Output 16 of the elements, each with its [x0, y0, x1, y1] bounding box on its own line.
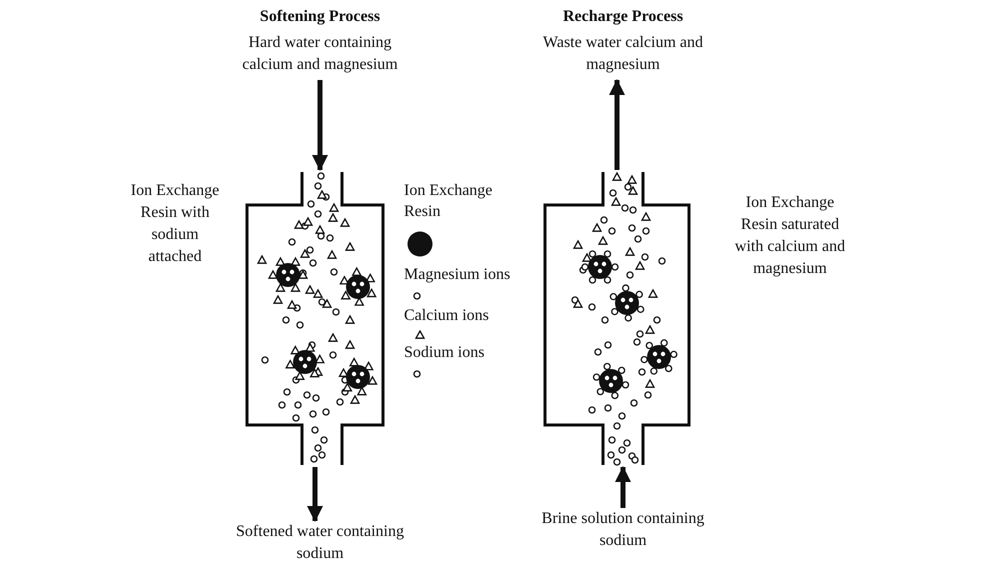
flow-arrow: [312, 80, 328, 171]
flow-text: Waste water calcium and magnesium: [542, 33, 704, 75]
flow-arrow: [615, 466, 631, 508]
legend-label: Ion Exchange Resin: [404, 181, 494, 222]
heading-text: Recharge Process: [562, 7, 684, 27]
heading-text: Softening Process: [260, 7, 380, 27]
flow-text: Brine solution containing sodium: [540, 509, 706, 551]
flow-arrow: [307, 467, 323, 522]
side-note: Ion Exchange Resin with sodium attached: [130, 181, 220, 267]
legend-label: Magnesium ions: [404, 265, 510, 285]
legend-label: Sodium ions: [404, 343, 484, 363]
flow-arrow: [609, 79, 625, 170]
flow-text: Hard water containing calcium and magnesium: [241, 33, 399, 75]
side-note: Ion Exchange Resin saturated with calcium and magnesium: [734, 193, 846, 279]
legend-label: Calcium ions: [404, 306, 489, 326]
flow-text: Softened water containing sodium: [235, 522, 405, 563]
